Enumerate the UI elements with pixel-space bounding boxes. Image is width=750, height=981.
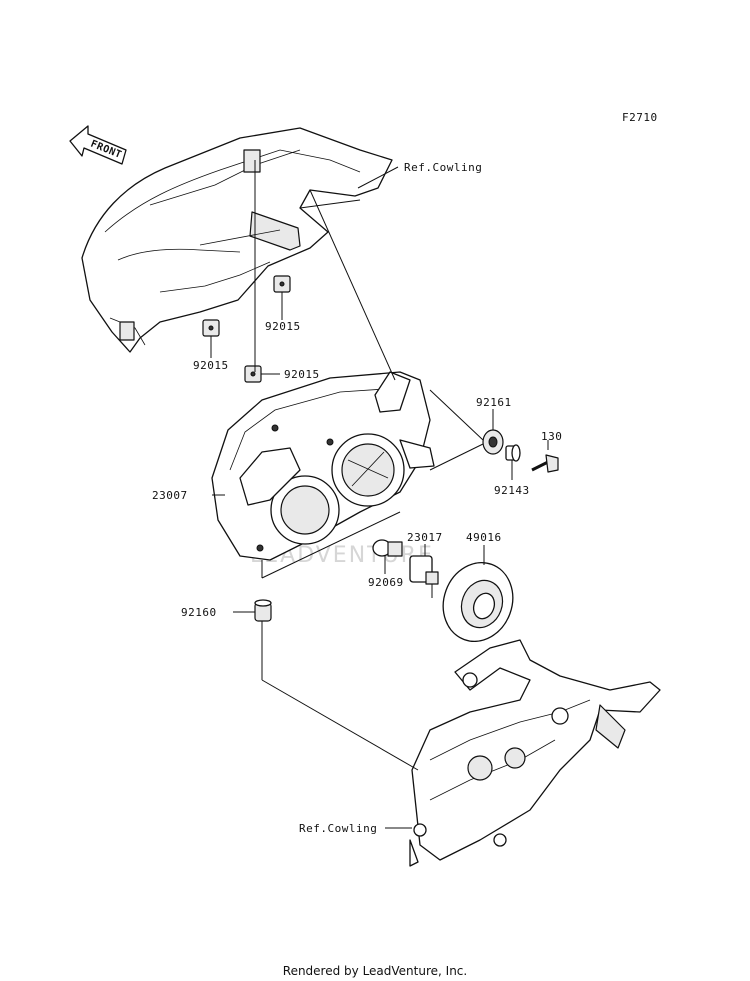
upper-cowling [81,127,393,353]
socket-23017 [409,555,439,598]
label-23017: 23017 [407,531,443,544]
collar-92143 [505,444,521,462]
label-92069: 92069 [368,576,404,589]
grommet-92160 [254,599,272,622]
grommet-92015-a [273,275,291,293]
label-92160: 92160 [181,606,217,619]
dust-cover-49016 [442,562,514,642]
label-92015-b: 92015 [193,359,229,372]
label-92143: 92143 [494,484,530,497]
label-ref-cowling-top: Ref.Cowling [404,161,482,174]
cowling-bracket [409,639,661,867]
grommet-92015-c [244,365,262,383]
headlight-assembly [211,371,435,561]
bolt-130 [531,454,559,473]
grommet-92015-b [202,319,220,337]
label-ref-cowling-bottom: Ref.Cowling [299,822,377,835]
grommet-92161 [482,429,504,455]
leader-lines [210,160,549,829]
label-92015-c: 92015 [284,368,320,381]
label-130: 130 [541,430,562,443]
footer-credit: Rendered by LeadVenture, Inc. [282,964,468,978]
label-92015-a: 92015 [265,320,301,333]
label-23007: 23007 [152,489,188,502]
label-49016: 49016 [466,531,502,544]
front-arrow: FRONT [69,125,127,165]
bulb-92069 [372,539,403,557]
figure-code: F2710 [622,111,658,124]
label-92161: 92161 [476,396,512,409]
